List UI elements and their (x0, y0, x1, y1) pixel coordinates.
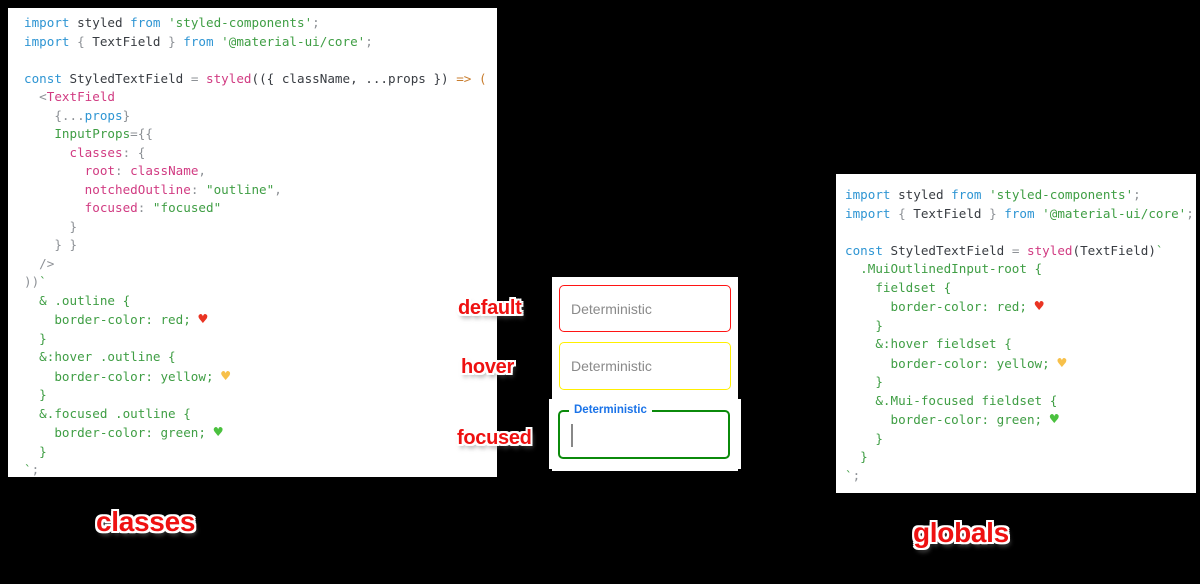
code-line: } (845, 430, 883, 446)
code-line: & .outline { (24, 292, 131, 308)
code-line: } (24, 218, 78, 234)
code-line: border-color: yellow; ♥ (845, 353, 1067, 372)
code-line: notchedOutline: "outline", (24, 181, 282, 197)
code-line: border-color: green; ♥ (845, 410, 1059, 428)
code-line: focused: "focused" (24, 200, 222, 215)
code-line: `; (24, 462, 40, 477)
code-line: import styled from 'styled-components'; (24, 15, 320, 30)
code-line: root: className, (24, 163, 207, 178)
annotation-globals: globals (913, 517, 1009, 548)
code-panel-globals: import styled from 'styled-components'; i… (836, 174, 1196, 493)
annotation-classes: classes (96, 506, 196, 537)
code-line: import styled from 'styled-components'; (845, 187, 1141, 202)
code-line: &.focused .outline { (24, 405, 191, 421)
code-line: } (24, 443, 47, 459)
code-line: <TextField (24, 89, 115, 104)
code-line: } (24, 330, 47, 346)
annotation-focused: focused (457, 427, 532, 449)
code-line: const StyledTextField = styled(({ classN… (24, 70, 487, 86)
code-line: const StyledTextField = styled(TextField… (845, 242, 1164, 258)
code-line: import { TextField } from '@material-ui/… (24, 33, 373, 49)
code-line: classes: { (24, 144, 146, 160)
code-line: &.Mui-focused fieldset { (845, 392, 1058, 408)
code-line (24, 51, 497, 70)
annotation-hover: hover (461, 356, 514, 378)
code-line: InputProps={{ (24, 126, 153, 141)
code-line: border-color: red; ♥ (845, 297, 1044, 315)
code-line: } (845, 317, 883, 333)
textfield-focused-input[interactable] (560, 412, 728, 457)
code-line: } (845, 374, 883, 389)
textfield-focused[interactable]: Deterministic (558, 404, 730, 459)
code-line: border-color: red; ♥ (24, 310, 208, 328)
code-line: import { TextField } from '@material-ui/… (845, 205, 1194, 221)
code-line: `; (845, 467, 861, 483)
code-line: } (845, 449, 868, 464)
code-block-classes: import styled from 'styled-components'; i… (8, 8, 497, 480)
text-cursor (571, 424, 573, 447)
code-line: /> (24, 255, 55, 271)
code-line (845, 223, 1196, 242)
annotation-default: default (458, 297, 522, 319)
textfield-default[interactable] (559, 285, 731, 332)
code-line: } (24, 387, 47, 402)
code-line: border-color: yellow; ♥ (24, 366, 231, 385)
code-line: fieldset { (845, 279, 952, 295)
code-line: ))` (24, 274, 47, 289)
code-line: &:hover .outline { (24, 349, 176, 364)
code-line: border-color: green; ♥ (24, 423, 223, 441)
textfield-hover[interactable] (559, 342, 731, 390)
code-line: .MuiOutlinedInput-root { (845, 261, 1043, 276)
code-line: {...props} (24, 107, 131, 123)
code-block-globals: import styled from 'styled-components'; i… (836, 174, 1196, 485)
code-line: &:hover fieldset { (845, 336, 1012, 351)
code-panel-classes: import styled from 'styled-components'; i… (8, 8, 497, 477)
code-line: } } (24, 237, 78, 252)
